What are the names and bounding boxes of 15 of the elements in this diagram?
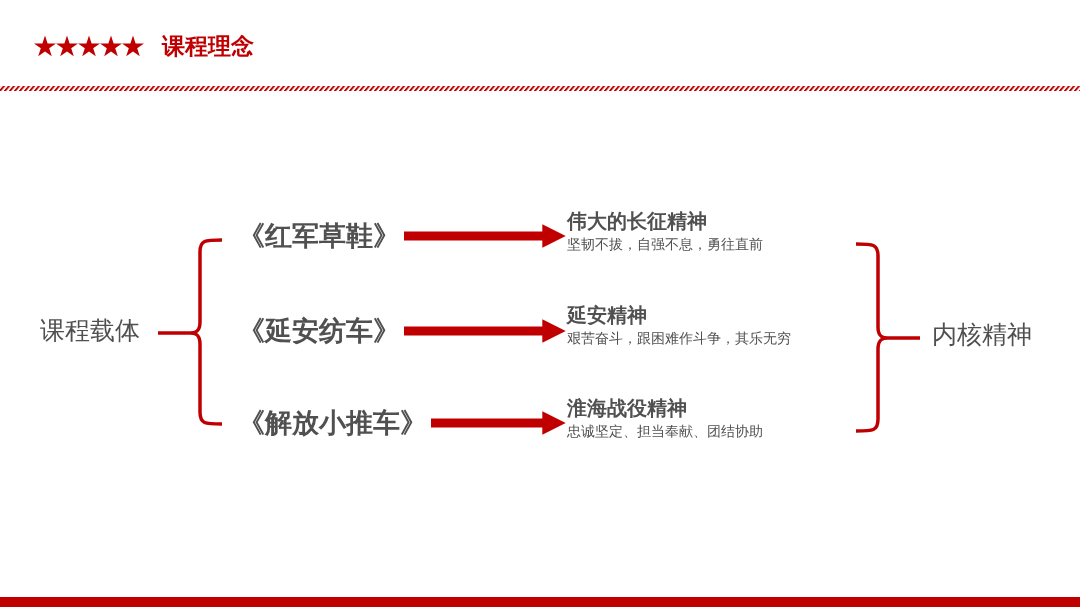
spirit-heading: 淮海战役精神 bbox=[567, 395, 687, 422]
spirit-heading: 延安精神 bbox=[567, 302, 647, 329]
course-title: 《解放小推车》 bbox=[238, 406, 427, 440]
arrow bbox=[404, 319, 566, 343]
spirit-description: 艰苦奋斗，跟困难作斗争，其乐无穷 bbox=[567, 330, 791, 348]
spirit-heading: 伟大的长征精神 bbox=[567, 208, 707, 235]
arrow bbox=[431, 411, 566, 435]
spirit-description: 忠诚坚定、担当奉献、团结协助 bbox=[567, 423, 763, 441]
spirit-description: 坚韧不拔，自强不息，勇往直前 bbox=[567, 236, 763, 254]
arrow bbox=[404, 224, 566, 248]
slide-title: 课程理念 bbox=[162, 32, 254, 61]
course-title: 《延安纺车》 bbox=[238, 314, 400, 348]
concept-label: 内核精神 bbox=[932, 319, 1032, 351]
course-title: 《红军草鞋》 bbox=[238, 219, 400, 253]
concept-label: 课程载体 bbox=[40, 315, 140, 347]
